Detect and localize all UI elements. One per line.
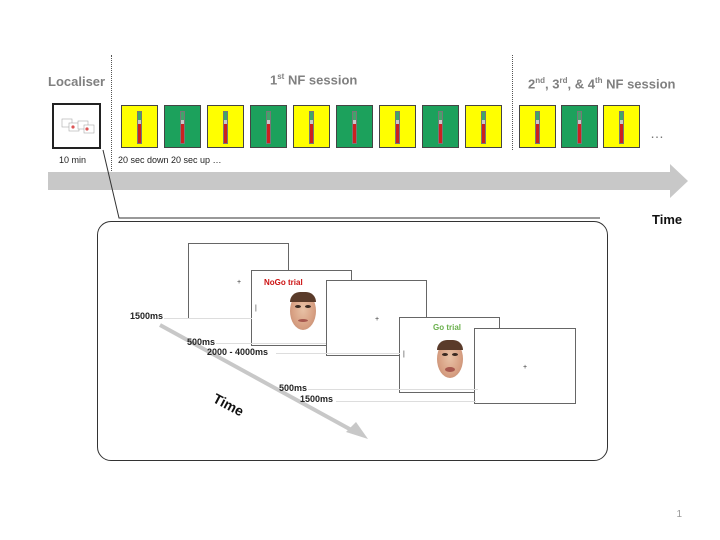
fixation-cross-3: +	[523, 364, 528, 371]
localiser-separator	[111, 55, 112, 175]
nogo-edge-mark: |	[255, 305, 257, 312]
duration-stim2: 500ms	[279, 383, 308, 393]
timeline-arrow	[48, 164, 688, 198]
nf-block-yellow	[465, 105, 502, 148]
go-edge-mark: |	[403, 351, 405, 358]
nf-block-green	[164, 105, 201, 148]
nogo-trial-label: NoGo trial	[264, 278, 303, 287]
duration-fix1-line	[164, 318, 252, 319]
localiser-header: Localiser	[48, 74, 106, 89]
thermometer-icon	[619, 111, 624, 144]
session-rest-header: 2nd, 3rd, & 4th NF session	[528, 76, 676, 92]
nf-block-yellow	[603, 105, 640, 148]
thermometer-icon	[309, 111, 314, 144]
nf-block-green	[336, 105, 373, 148]
duration-stim1: 500ms	[187, 337, 216, 347]
go-face-image	[437, 340, 463, 378]
duration-isi: 2000 - 4000ms	[207, 347, 269, 357]
thermometer-icon	[352, 111, 357, 144]
nf-block-yellow	[379, 105, 416, 148]
fixation-screen-3: +	[474, 328, 576, 404]
nf-block-green	[250, 105, 287, 148]
duration-stim2-line	[308, 389, 478, 390]
localiser-thumbnail	[52, 103, 101, 149]
nf-block-yellow	[207, 105, 244, 148]
thermometer-icon	[395, 111, 400, 144]
page-number: 1	[676, 509, 682, 520]
fixation-cross-2: +	[375, 316, 380, 323]
thermometer-icon	[438, 111, 443, 144]
nf-block-yellow	[121, 105, 158, 148]
nf-block-green	[561, 105, 598, 148]
duration-fix1: 1500ms	[130, 311, 164, 321]
duration-stim1-line	[216, 343, 326, 344]
session-separator	[512, 55, 513, 150]
localiser-sketch-icon	[61, 118, 95, 134]
nf-block-yellow	[293, 105, 330, 148]
task-panel	[97, 221, 608, 461]
thermometer-icon	[180, 111, 185, 144]
thermometer-icon	[481, 111, 486, 144]
block-duration-note: 20 sec down 20 sec up …	[118, 155, 222, 165]
nf-block-yellow	[519, 105, 556, 148]
thermometer-icon	[137, 111, 142, 144]
session1-header: 1st NF session	[270, 72, 358, 88]
go-trial-label: Go trial	[433, 323, 462, 332]
thermometer-icon	[577, 111, 582, 144]
fixation-cross: +	[237, 279, 242, 286]
duration-fix2: 1500ms	[300, 394, 334, 404]
timeline-time-label: Time	[652, 212, 683, 227]
more-sessions-ellipsis: …	[650, 125, 664, 141]
nogo-face-image	[290, 292, 316, 330]
thermometer-icon	[535, 111, 540, 144]
localiser-duration: 10 min	[59, 155, 87, 165]
nf-block-green	[422, 105, 459, 148]
duration-fix2-line	[336, 401, 476, 402]
thermometer-icon	[266, 111, 271, 144]
duration-isi-line	[276, 353, 400, 354]
thermometer-icon	[223, 111, 228, 144]
